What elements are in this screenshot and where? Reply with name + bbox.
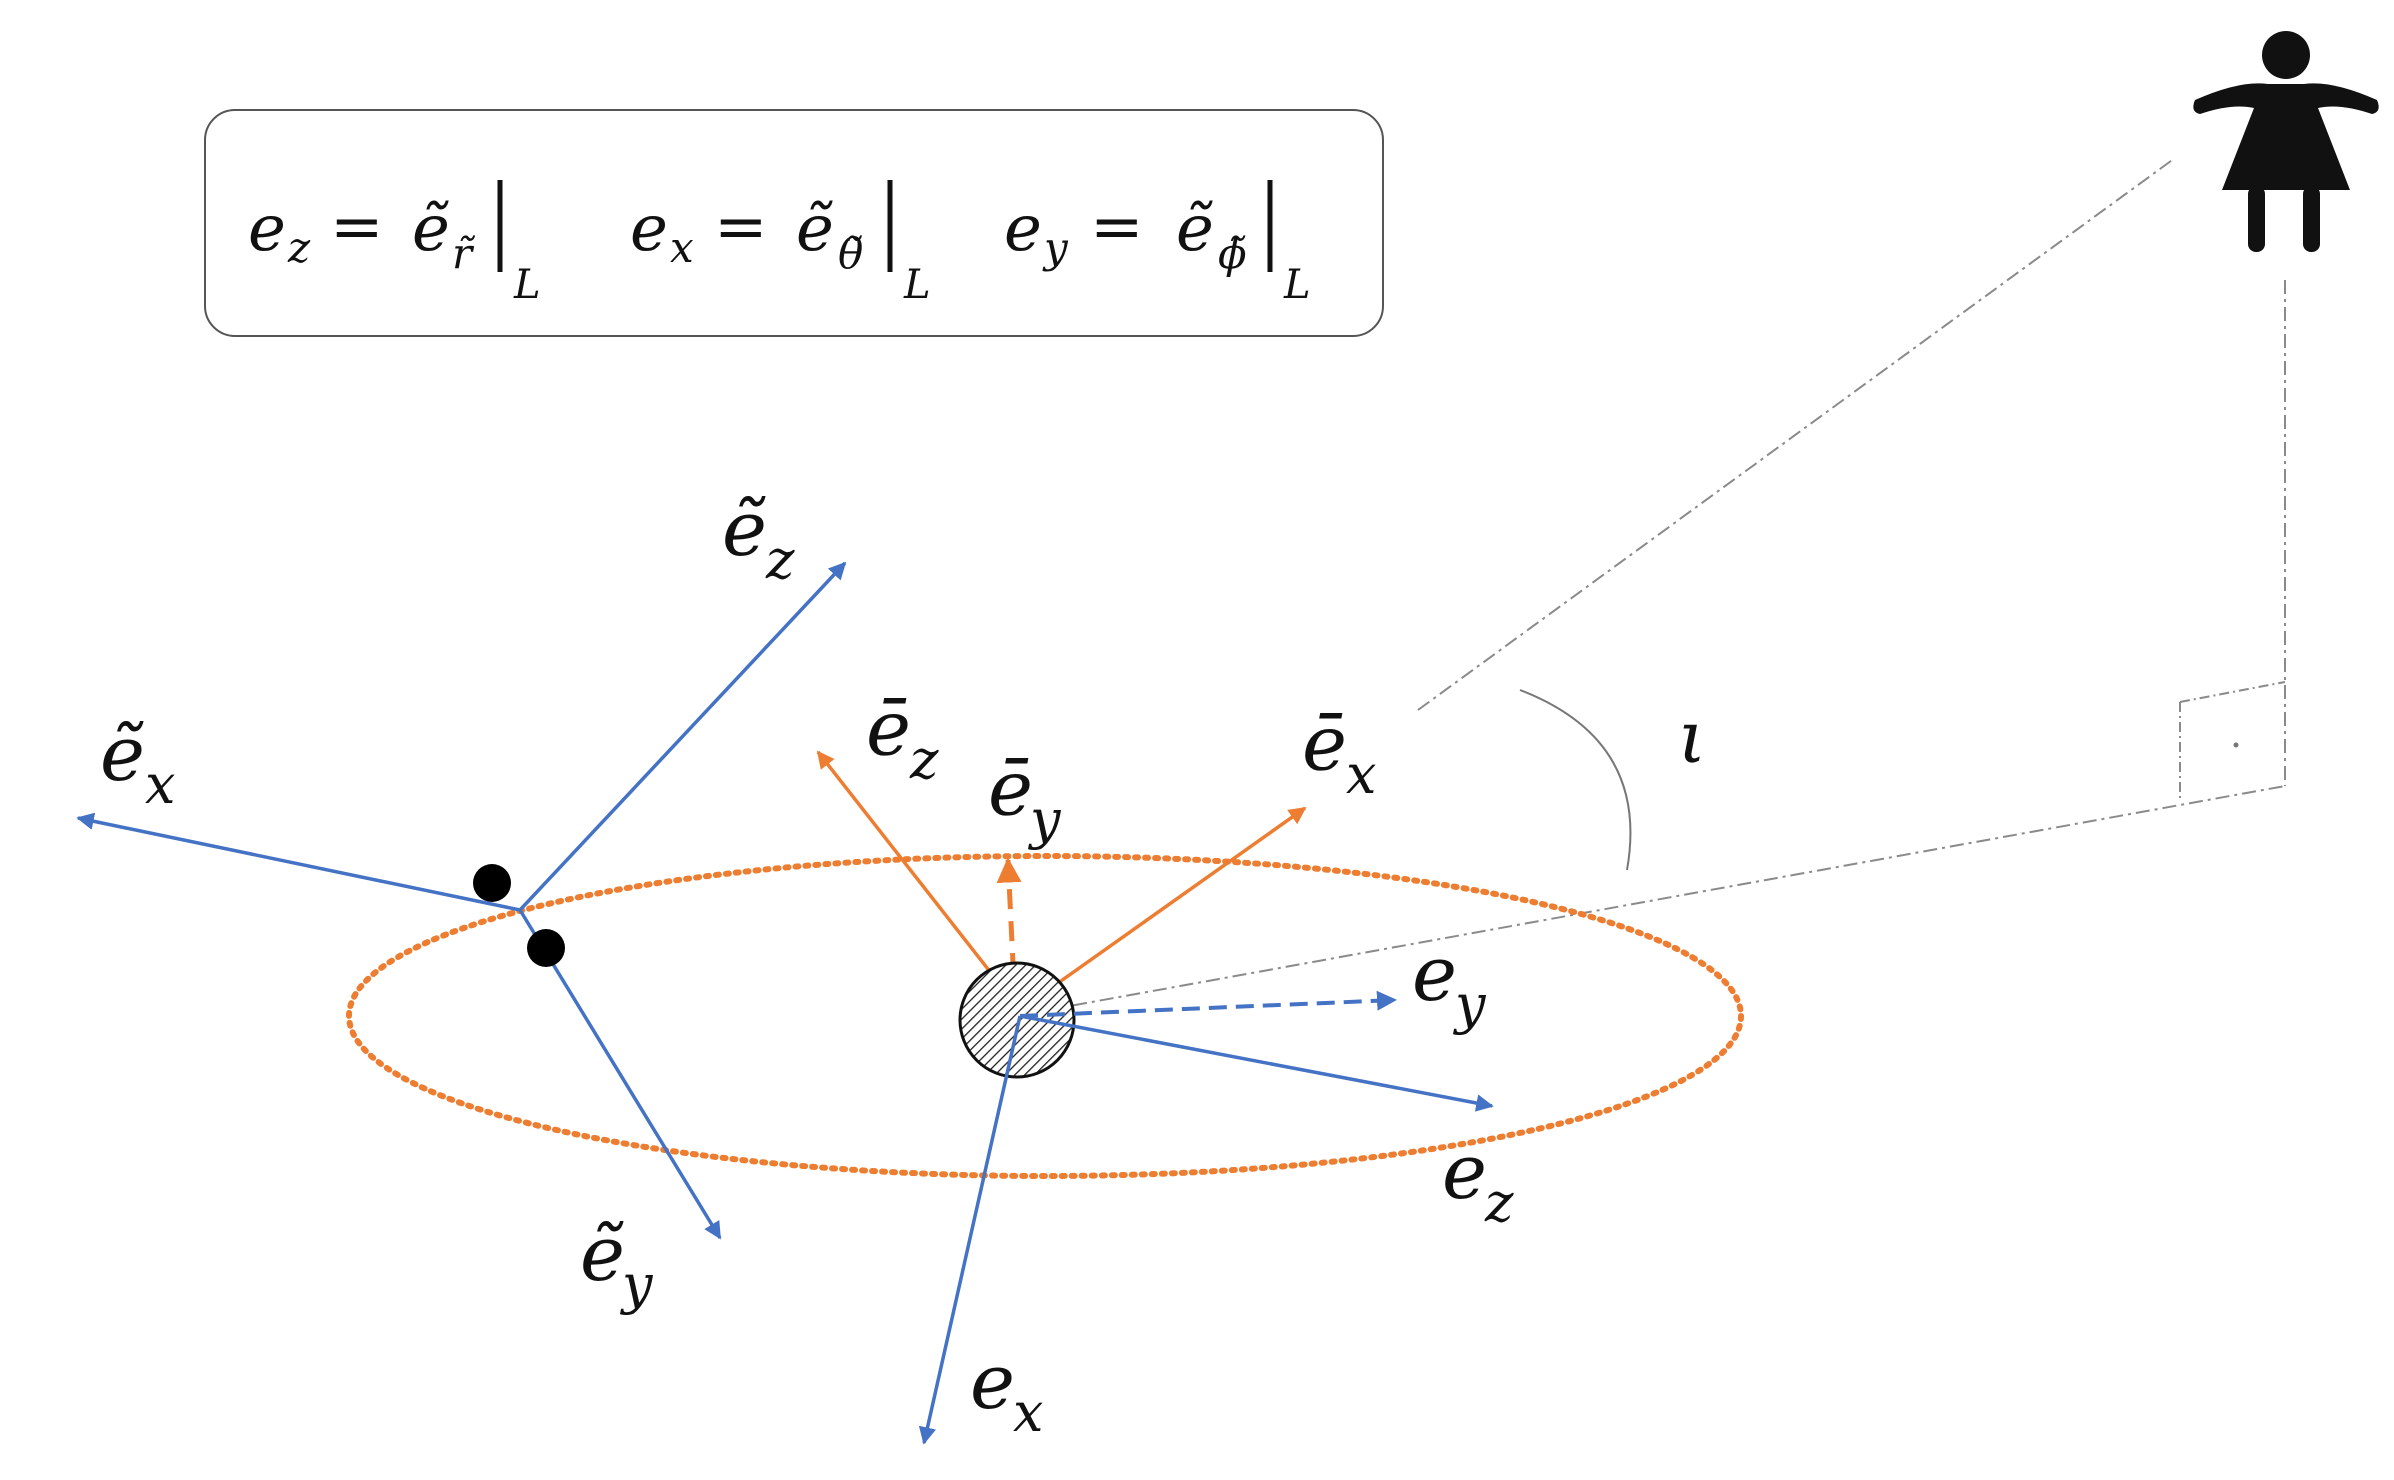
hatched-sphere-icon — [958, 961, 1076, 1079]
label-ey-sub: y — [1453, 973, 1487, 1036]
label-ez: e z — [1442, 1127, 1514, 1234]
label-bar-ez-base: ē — [866, 684, 911, 773]
orbital-plane-line — [1019, 785, 2286, 1016]
equation-ex: e x = ẽ θ̃ L — [630, 180, 931, 308]
label-ex-base: e — [970, 1337, 1015, 1426]
label-bar-ex: ē x — [1302, 699, 1376, 806]
inclination-arc — [1519, 689, 1632, 871]
eq1-lhs-base: e — [248, 192, 286, 266]
label-ex-sub: x — [1013, 1381, 1043, 1444]
right-angle-dot — [2233, 742, 2239, 748]
bar-ez-arrow — [816, 750, 1022, 1012]
eq2-equals: = — [714, 190, 768, 264]
eq2-rhs-sub: θ̃ — [838, 229, 863, 278]
bar-ex-arrow — [1018, 806, 1307, 1012]
label-ey-base: e — [1412, 929, 1457, 1018]
label-bar-ey-sub: y — [1028, 788, 1062, 851]
label-tilde-ey-sub: y — [620, 1253, 654, 1316]
ez-arrow — [1019, 1014, 1494, 1112]
particle-dot-1 — [473, 864, 511, 902]
orbit-ellipse — [346, 853, 1744, 1179]
label-ey: e y — [1412, 929, 1487, 1036]
label-ez-sub: z — [1484, 1171, 1514, 1234]
equation-ez: e z = ẽ r̃ L — [248, 180, 541, 308]
label-tilde-ex-sub: x — [145, 753, 175, 816]
right-angle-marker-icon — [2179, 681, 2286, 800]
eq2-rhs-base: ẽ — [796, 192, 834, 266]
inclination-label: ι — [1678, 695, 1706, 779]
label-bar-ez: ē z — [866, 684, 939, 791]
label-ez-base: e — [1442, 1127, 1487, 1216]
eq1-rhs-sub: r̃ — [452, 229, 475, 278]
eq3-lhs-sub: y — [1042, 223, 1069, 272]
eq1-lhs-sub: z — [287, 223, 311, 272]
eq3-rhs-base: ẽ — [1176, 192, 1214, 266]
label-ex: e x — [970, 1337, 1043, 1444]
eq1-equals: = — [330, 190, 384, 264]
line-of-sight — [1417, 157, 2176, 711]
label-bar-ex-sub: x — [1346, 743, 1376, 806]
label-tilde-ey: ẽ y — [580, 1209, 654, 1316]
label-bar-ez-sub: z — [909, 728, 939, 791]
eq2-eval-sub: L — [903, 262, 931, 308]
eq3-lhs-base: e — [1004, 192, 1042, 266]
eq3-rhs-sub: ϕ̃ — [1218, 229, 1247, 278]
particle-dot-2 — [527, 929, 565, 967]
person-icon — [2193, 31, 2379, 252]
eq1-eval-sub: L — [513, 262, 541, 308]
label-bar-ey-base: ē — [988, 744, 1033, 833]
bar-ey-arrow — [996, 857, 1022, 1006]
tilde-ex-arrow — [76, 812, 521, 912]
label-tilde-ez: ẽ z — [722, 484, 795, 591]
label-tilde-ez-base: ẽ — [722, 484, 767, 573]
ex-arrow — [918, 1015, 1022, 1445]
ey-arrow — [1019, 990, 1397, 1018]
label-tilde-ex-base: ẽ — [100, 709, 145, 798]
eq2-lhs-base: e — [630, 192, 668, 266]
eq3-equals: = — [1090, 190, 1144, 264]
label-bar-ex-base: ē — [1302, 699, 1347, 788]
label-tilde-ez-sub: z — [765, 528, 795, 591]
label-bar-ey: ē y — [988, 744, 1062, 851]
label-tilde-ex: ẽ x — [100, 709, 175, 816]
tilde-ez-arrow — [518, 561, 847, 912]
label-tilde-ey-base: ẽ — [580, 1209, 625, 1298]
equation-box — [204, 109, 1384, 337]
eq1-rhs-base: ẽ — [412, 192, 450, 266]
eq3-eval-sub: L — [1283, 262, 1311, 308]
eq2-lhs-sub: x — [670, 223, 694, 272]
equation-ey: e y = ẽ ϕ̃ L — [1004, 180, 1311, 308]
